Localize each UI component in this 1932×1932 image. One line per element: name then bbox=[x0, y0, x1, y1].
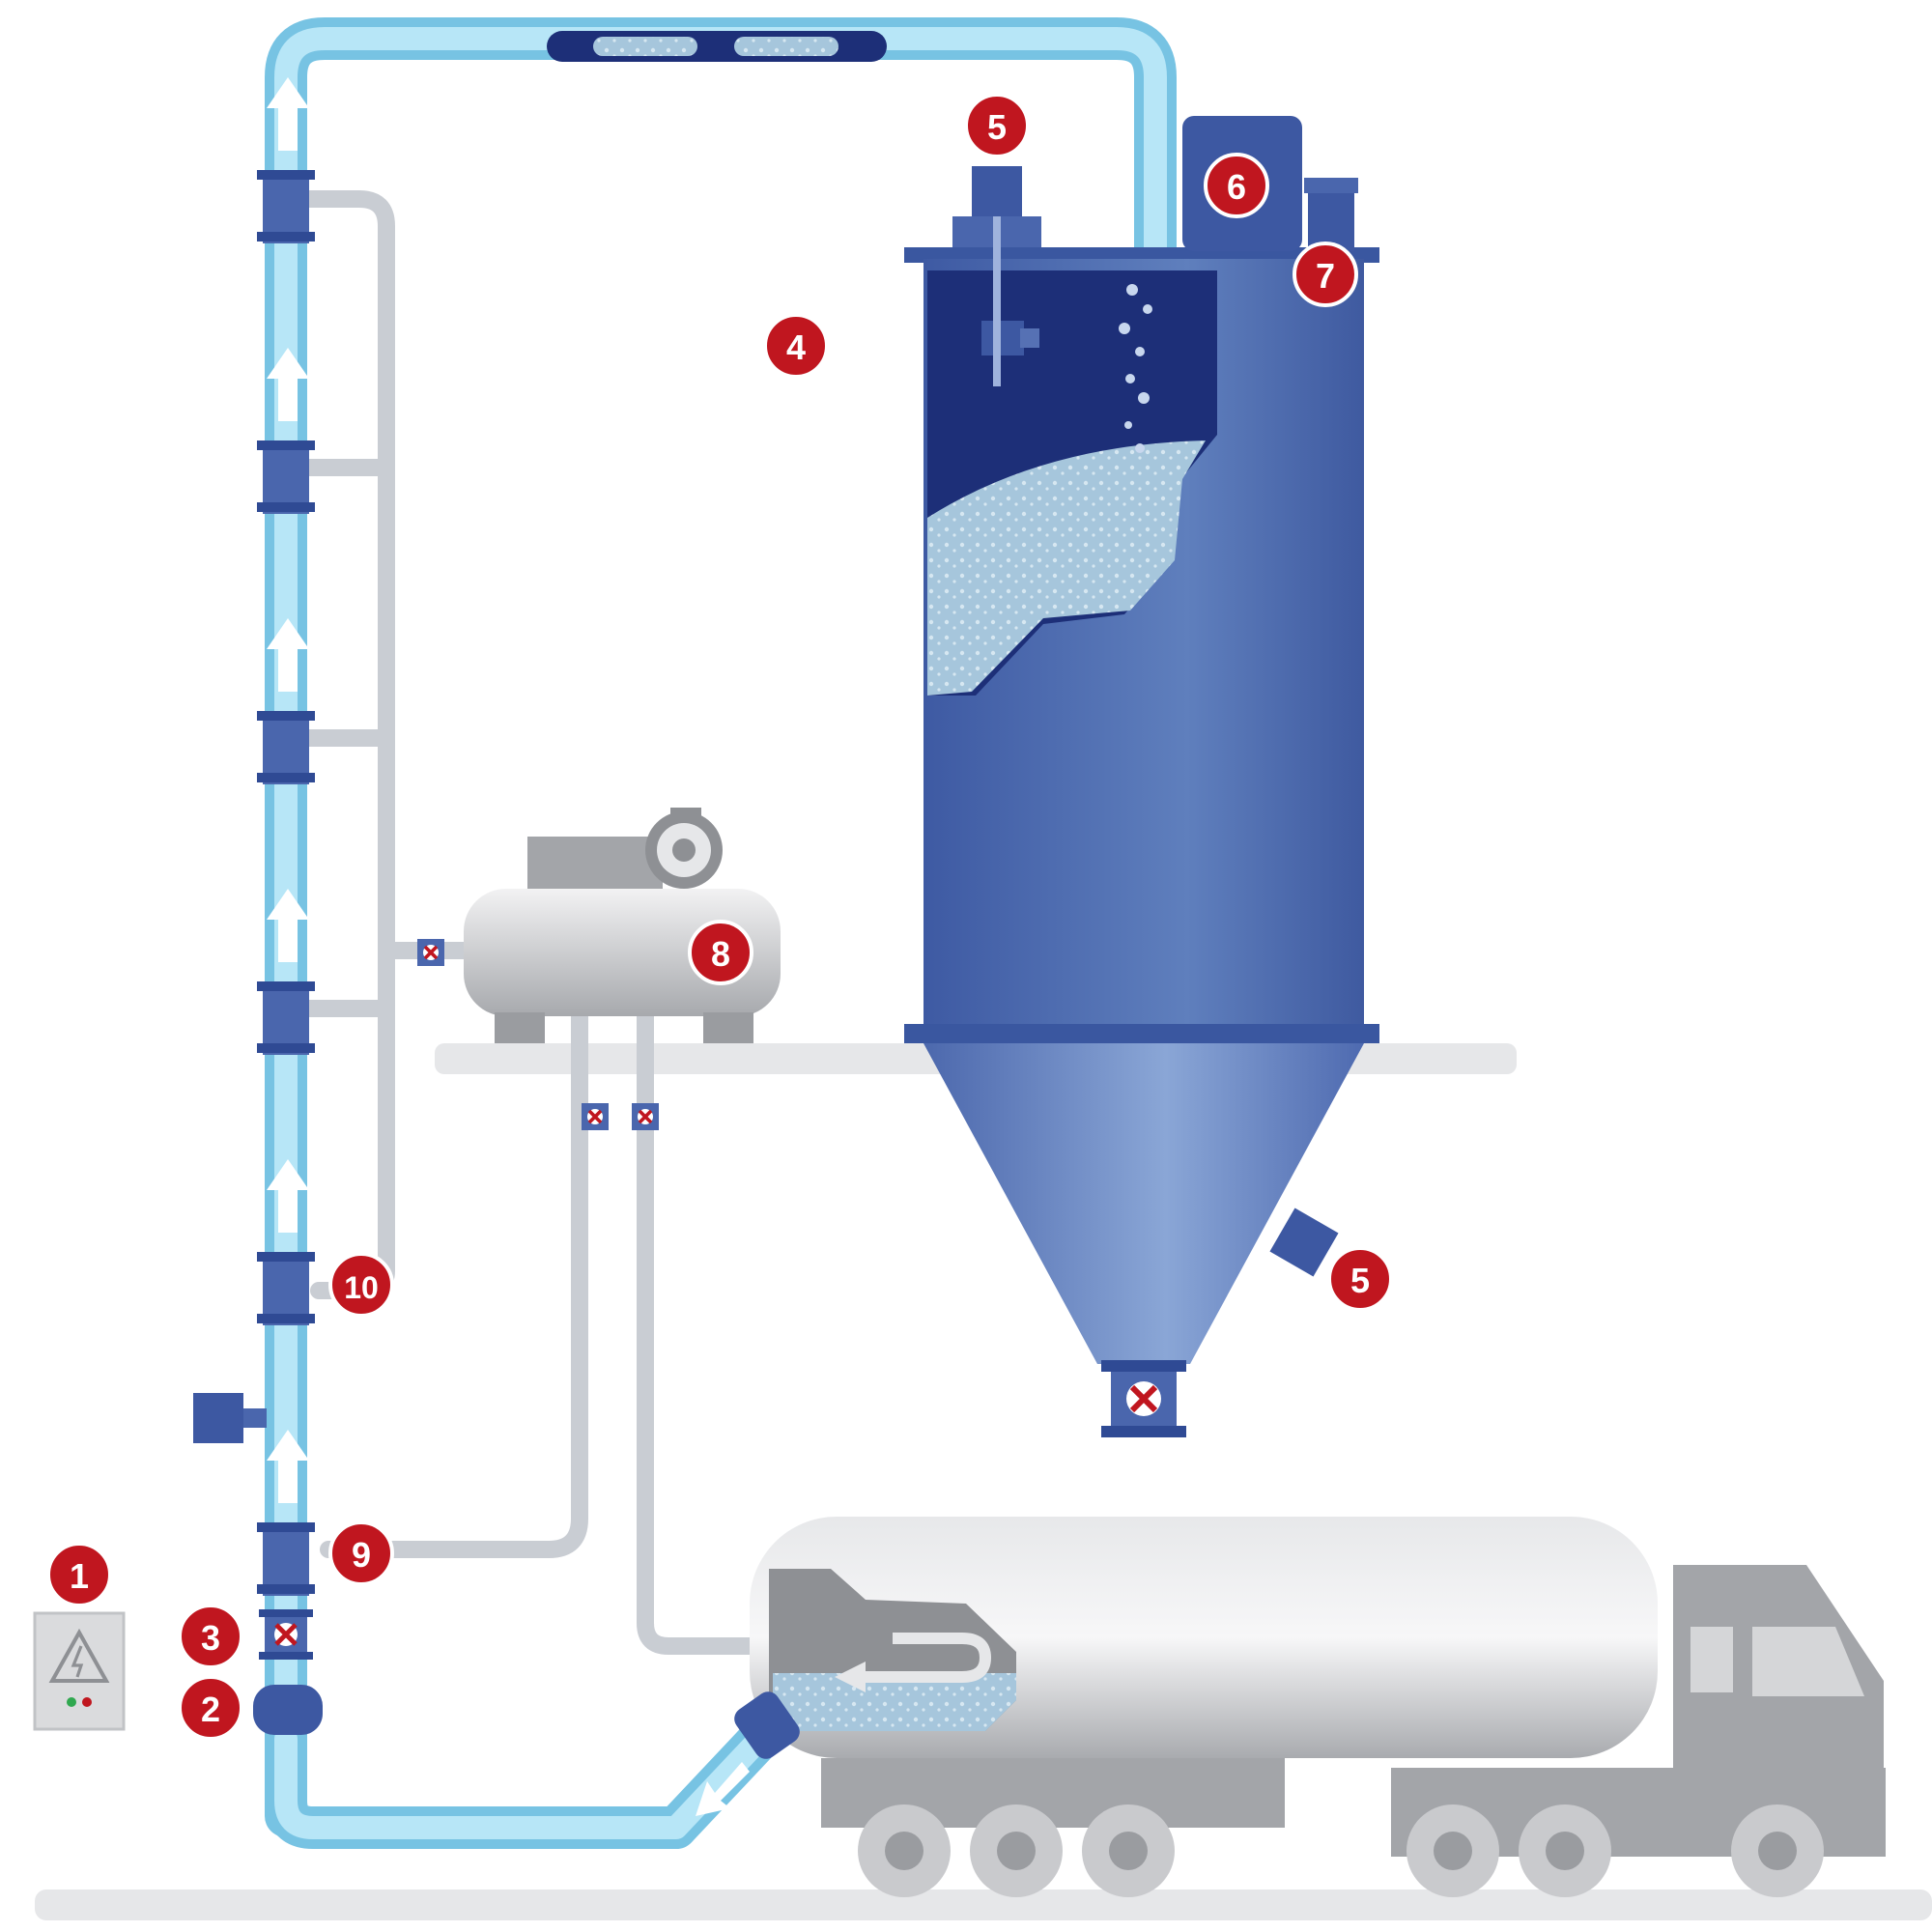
svg-text:5: 5 bbox=[987, 107, 1007, 147]
arrow-down-left-icon bbox=[696, 1762, 750, 1816]
marker-5-cone: 5 bbox=[1327, 1246, 1393, 1312]
rotary-feeder bbox=[253, 1685, 323, 1735]
marker-3: 3 bbox=[178, 1604, 243, 1669]
control-panel bbox=[33, 1611, 126, 1731]
svg-text:1: 1 bbox=[70, 1556, 89, 1596]
discharge-valve bbox=[1101, 1360, 1186, 1437]
svg-text:3: 3 bbox=[201, 1618, 220, 1658]
pipe-couplings bbox=[257, 170, 315, 1596]
svg-text:7: 7 bbox=[1316, 256, 1335, 296]
marker-6: 6 bbox=[1204, 153, 1269, 218]
truck-wheels bbox=[858, 1804, 1824, 1897]
air-bubbles bbox=[1119, 284, 1152, 453]
high-voltage-warning-icon bbox=[48, 1628, 110, 1683]
arrow-up-icon bbox=[267, 1159, 309, 1233]
silo bbox=[904, 116, 1379, 1437]
svg-text:5: 5 bbox=[1350, 1261, 1370, 1300]
arrow-up-icon bbox=[267, 77, 309, 151]
marker-1: 1 bbox=[46, 1542, 112, 1607]
inlet-valve bbox=[259, 1609, 313, 1660]
arrow-up-icon bbox=[267, 1430, 309, 1503]
arrow-up-icon bbox=[267, 618, 309, 692]
cone-side-fitting bbox=[1269, 1208, 1339, 1277]
svg-text:10: 10 bbox=[344, 1270, 379, 1305]
pipe-side-fitting bbox=[193, 1393, 267, 1443]
flow-arrows bbox=[267, 77, 750, 1816]
return-arrow-icon bbox=[860, 1633, 992, 1683]
floor-line bbox=[35, 1889, 1932, 1920]
svg-text:9: 9 bbox=[352, 1535, 371, 1575]
marker-10: 10 bbox=[328, 1252, 394, 1318]
marker-4: 4 bbox=[763, 313, 829, 379]
arrow-up-icon bbox=[267, 889, 309, 962]
markers: 1 2 3 4 5 5 6 7 8 9 10 bbox=[46, 93, 1393, 1741]
sight-glass bbox=[547, 31, 887, 62]
marker-2: 2 bbox=[178, 1675, 243, 1741]
svg-text:4: 4 bbox=[786, 327, 806, 367]
svg-text:2: 2 bbox=[201, 1690, 220, 1729]
compressor bbox=[464, 808, 781, 1043]
svg-text:6: 6 bbox=[1227, 167, 1246, 207]
marker-5-top: 5 bbox=[964, 93, 1030, 158]
marker-8: 8 bbox=[688, 920, 753, 985]
tank-inlet-nozzle bbox=[734, 1691, 800, 1759]
marker-7: 7 bbox=[1293, 242, 1358, 307]
svg-text:8: 8 bbox=[711, 934, 730, 974]
tanker-truck bbox=[734, 1517, 1886, 1897]
arrow-up-icon bbox=[267, 348, 309, 421]
marker-9: 9 bbox=[328, 1520, 394, 1586]
gray-pipe-valves bbox=[417, 939, 659, 1130]
